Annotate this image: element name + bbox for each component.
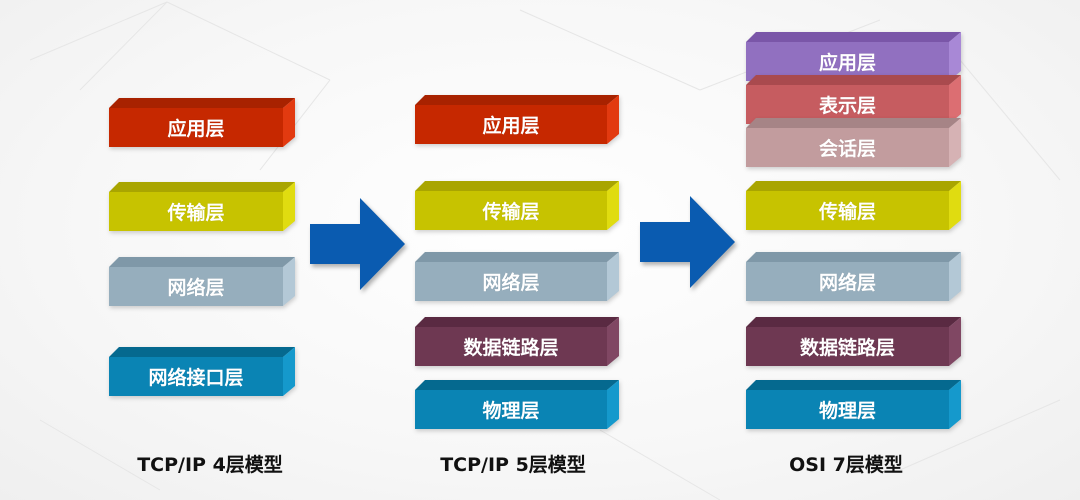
layer-top-face bbox=[109, 347, 295, 357]
osi7-layer-network: 网络层 bbox=[746, 252, 961, 301]
layer-side-face bbox=[949, 317, 961, 366]
tcpip5-layer-data-link: 数据链路层 bbox=[415, 317, 619, 366]
layer-side-face bbox=[949, 252, 961, 301]
layer-side-face bbox=[283, 182, 295, 231]
layer-top-face bbox=[746, 118, 961, 128]
layer-label: 物理层 bbox=[415, 390, 607, 429]
layer-top-face bbox=[746, 181, 961, 191]
tcpip5-layer-network: 网络层 bbox=[415, 252, 619, 301]
layer-side-face bbox=[607, 380, 619, 429]
osi7-layer-physical: 物理层 bbox=[746, 380, 961, 429]
arrow-right-icon bbox=[640, 196, 735, 288]
arrow-right-icon bbox=[310, 198, 405, 290]
layer-top-face bbox=[746, 380, 961, 390]
layer-label: 数据链路层 bbox=[415, 327, 607, 366]
layer-label: 表示层 bbox=[746, 85, 949, 124]
layer-label: 网络层 bbox=[746, 262, 949, 301]
tcpip4-layer-transport: 传输层 bbox=[109, 182, 295, 231]
layer-top-face bbox=[746, 32, 961, 42]
layer-side-face bbox=[607, 181, 619, 230]
osi7-layer-transport: 传输层 bbox=[746, 181, 961, 230]
layer-label: 会话层 bbox=[746, 128, 949, 167]
layer-label: 传输层 bbox=[746, 191, 949, 230]
layer-top-face bbox=[415, 317, 619, 327]
layer-side-face bbox=[607, 95, 619, 144]
layer-top-face bbox=[746, 75, 961, 85]
layer-side-face bbox=[949, 118, 961, 167]
osi7-layer-data-link: 数据链路层 bbox=[746, 317, 961, 366]
layer-side-face bbox=[949, 181, 961, 230]
layer-label: 数据链路层 bbox=[746, 327, 949, 366]
tcpip5-layer-transport: 传输层 bbox=[415, 181, 619, 230]
layer-label: 应用层 bbox=[415, 105, 607, 144]
layer-label: 传输层 bbox=[109, 192, 283, 231]
layer-top-face bbox=[415, 95, 619, 105]
layer-top-face bbox=[415, 181, 619, 191]
caption-tcpip4: TCP/IP 4层模型 bbox=[137, 454, 283, 476]
caption-osi7: OSI 7层模型 bbox=[789, 454, 903, 476]
layer-label: 网络接口层 bbox=[109, 357, 283, 396]
tcpip4-layer-network: 网络层 bbox=[109, 257, 295, 306]
caption-tcpip5: TCP/IP 5层模型 bbox=[440, 454, 586, 476]
tcpip5-layer-physical: 物理层 bbox=[415, 380, 619, 429]
layer-label: 网络层 bbox=[415, 262, 607, 301]
tcpip4-layer-network-interface: 网络接口层 bbox=[109, 347, 295, 396]
layer-side-face bbox=[949, 380, 961, 429]
layer-side-face bbox=[607, 317, 619, 366]
tcpip4-layer-application: 应用层 bbox=[109, 98, 295, 147]
layer-side-face bbox=[283, 98, 295, 147]
layer-label: 传输层 bbox=[415, 191, 607, 230]
layer-label: 应用层 bbox=[746, 42, 949, 81]
tcpip5-layer-application: 应用层 bbox=[415, 95, 619, 144]
layer-side-face bbox=[283, 257, 295, 306]
osi7-layer-session: 会话层 bbox=[746, 118, 961, 167]
layer-top-face bbox=[746, 317, 961, 327]
layer-top-face bbox=[415, 252, 619, 262]
layer-top-face bbox=[746, 252, 961, 262]
osi7-layer-presentation: 表示层 bbox=[746, 75, 961, 124]
layer-side-face bbox=[949, 75, 961, 124]
layer-side-face bbox=[949, 32, 961, 81]
osi7-layer-application: 应用层 bbox=[746, 32, 961, 81]
layer-top-face bbox=[109, 257, 295, 267]
layer-side-face bbox=[283, 347, 295, 396]
layer-top-face bbox=[109, 182, 295, 192]
layer-top-face bbox=[109, 98, 295, 108]
layer-label: 应用层 bbox=[109, 108, 283, 147]
layer-label: 网络层 bbox=[109, 267, 283, 306]
layer-top-face bbox=[415, 380, 619, 390]
layer-label: 物理层 bbox=[746, 390, 949, 429]
layer-side-face bbox=[607, 252, 619, 301]
